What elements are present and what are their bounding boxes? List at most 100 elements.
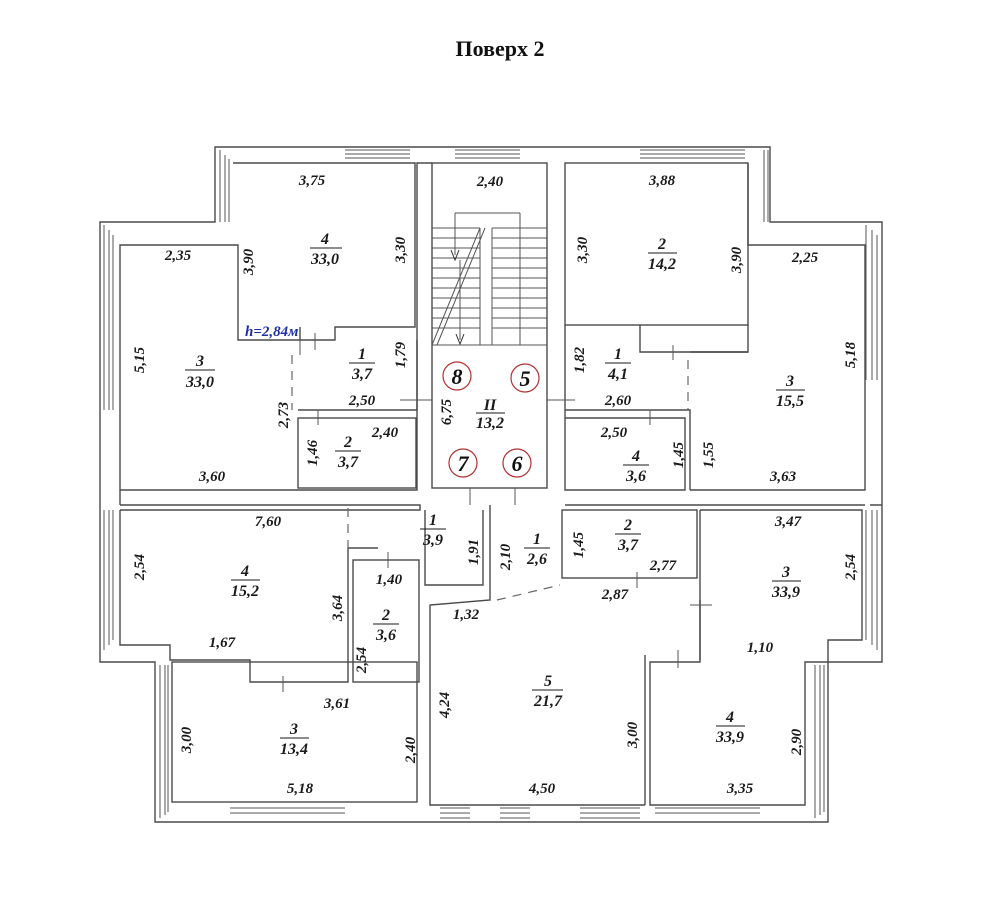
dimension: 2,25 — [791, 250, 819, 266]
room-s-3: 3 13,4 3,61 3,00 2,40 5,18 — [179, 696, 419, 797]
dimension: 3,88 — [648, 173, 676, 189]
staircase — [431, 212, 547, 346]
room-nw-4: 4 33,0 3,75 3,90 3,30 — [241, 173, 409, 276]
room-number: 2 — [657, 236, 666, 253]
room-area: 33,0 — [310, 251, 339, 268]
dimension: 1,91 — [466, 539, 482, 565]
dimension: 2,10 — [498, 543, 514, 571]
dimension: 3,90 — [729, 246, 745, 274]
room-area: 21,7 — [533, 693, 563, 710]
dimension: 1,55 — [701, 441, 717, 468]
axis-label-7: 7 — [458, 451, 470, 476]
room-e-3: 3 15,5 2,25 5,18 1,55 3,63 — [701, 250, 859, 485]
room-area: 15,2 — [231, 583, 259, 600]
dimension: 5,15 — [132, 346, 148, 373]
room-labels: II 13,2 2,40 6,75 4 33,0 3,75 3,90 3,30 … — [132, 173, 859, 797]
room-area: 3,7 — [617, 537, 639, 554]
axis-marker-5 — [510, 363, 540, 393]
room-area: 3,9 — [422, 532, 443, 549]
room-s-2a: 2 3,6 1,40 2,54 — [354, 572, 403, 674]
dimension: 3,30 — [575, 236, 591, 264]
dimension: 3,30 — [393, 236, 409, 264]
dimension: 4,24 — [437, 691, 453, 719]
axis-label-6: 6 — [512, 451, 523, 476]
room-w-2: 2 3,7 2,40 1,46 — [305, 425, 399, 471]
axis-markers: 8 5 7 6 — [442, 361, 540, 478]
dimension: 2,54 — [132, 553, 148, 581]
room-s-5: 5 21,7 4,24 3,00 4,50 — [437, 673, 641, 797]
dimension: 3,00 — [625, 721, 641, 749]
room-s-1a: 1 3,9 1,91 — [420, 512, 482, 565]
axis-label-8: 8 — [452, 364, 463, 389]
room-sw-4: 4 15,2 7,60 2,54 3,64 1,67 — [132, 514, 346, 651]
dimension: 2,60 — [604, 393, 632, 409]
dimension: 1,79 — [393, 341, 409, 368]
room-number: 1 — [533, 531, 541, 548]
room-area: 13,2 — [476, 415, 504, 432]
dimension: 2,50 — [348, 393, 376, 409]
dimension: 1,45 — [671, 441, 687, 468]
floor-title: Поверх 2 — [455, 36, 545, 61]
room-number: 4 — [320, 231, 329, 248]
room-number: 4 — [631, 448, 640, 465]
dimension: 3,63 — [769, 469, 797, 485]
dimension: 2,77 — [649, 558, 677, 574]
room-number: 1 — [358, 346, 366, 363]
axis-marker-6 — [502, 448, 532, 478]
dimension: 2,87 — [601, 587, 629, 603]
room-area: 3,6 — [375, 627, 396, 644]
room-area: 33,9 — [771, 584, 800, 601]
room-e-4: 4 3,6 2,50 1,45 — [600, 425, 687, 485]
doors — [282, 333, 712, 692]
dimension: 6,75 — [439, 398, 455, 425]
room-number: 3 — [289, 721, 298, 738]
outer-walls — [99, 146, 883, 823]
room-e-1: 1 4,1 1,82 2,60 — [572, 346, 632, 409]
room-number: 1 — [614, 346, 622, 363]
dimension: 3,47 — [774, 514, 802, 530]
dimension: 1,82 — [572, 346, 588, 373]
dimension: 2,54 — [843, 553, 859, 581]
dimension: 5,18 — [287, 781, 314, 797]
dimension: 3,61 — [323, 696, 350, 712]
room-number: 3 — [785, 373, 794, 390]
axis-marker-7 — [448, 448, 478, 478]
openings — [291, 355, 689, 601]
dimension: 2,73 — [276, 401, 292, 429]
dimension: 4,50 — [528, 781, 556, 797]
room-number: 4 — [725, 709, 734, 726]
room-number: 2 — [381, 607, 390, 624]
dimension: 1,10 — [747, 640, 774, 656]
dimension: 3,35 — [726, 781, 754, 797]
room-area: 2,6 — [526, 551, 547, 568]
dimension: 2,40 — [403, 736, 419, 764]
dimension: 1,67 — [209, 635, 236, 651]
room-area: 14,2 — [648, 256, 676, 273]
room-s-2b: 2 3,7 1,45 2,77 2,87 — [571, 517, 677, 603]
dimension: 3,64 — [330, 594, 346, 622]
room-s-1b: 1 2,6 2,10 1,32 — [453, 531, 550, 623]
axis-label-5: 5 — [520, 366, 531, 391]
dimension: 2,35 — [164, 248, 192, 264]
room-number: II — [483, 397, 497, 414]
dimension: 3,75 — [298, 173, 326, 189]
room-number: 3 — [195, 353, 204, 370]
room-area: 33,9 — [715, 729, 744, 746]
room-w-1: 1 3,7 1,79 2,50 — [348, 341, 409, 409]
dimension: 7,60 — [255, 514, 282, 530]
room-se-4: 4 33,9 2,90 3,35 — [715, 709, 805, 797]
room-number: 2 — [623, 517, 632, 534]
dimension: 1,45 — [571, 531, 587, 558]
room-se-3: 3 33,9 3,47 2,54 1,10 — [747, 514, 859, 656]
room-area: 13,4 — [280, 741, 308, 758]
dimension: 1,32 — [453, 607, 480, 623]
dimension: 5,18 — [843, 341, 859, 368]
room-number: 3 — [781, 564, 790, 581]
room-w-3: 3 33,0 2,35 5,15 2,73 3,60 — [132, 248, 292, 485]
axis-marker-8 — [442, 361, 472, 391]
room-number: 4 — [240, 563, 249, 580]
dimension: 1,46 — [305, 439, 321, 466]
room-ne-2: 2 14,2 3,88 3,30 3,90 — [575, 173, 745, 274]
ceiling-height-note: h=2,84м — [245, 324, 298, 340]
